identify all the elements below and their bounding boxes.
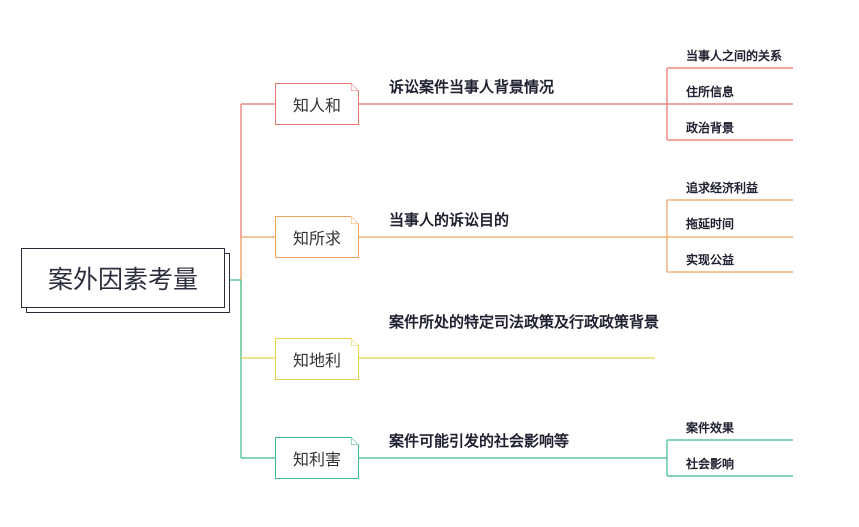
leaf-item: 拖延时间 <box>686 217 735 231</box>
leaf-item: 追求经济利益 <box>686 181 759 195</box>
leaf-item: 住所信息 <box>686 85 735 99</box>
branch-label: 知所求 <box>292 229 341 248</box>
branch-label: 知利害 <box>292 450 341 469</box>
branch-label: 知人和 <box>292 96 341 115</box>
branch-label: 知地利 <box>292 351 341 370</box>
topic-text: 案件所处的特定司法政策及行政政策背景 <box>389 313 660 331</box>
branch-node-zhidili[interactable]: 知地利 <box>275 338 359 380</box>
leaf-item: 当事人之间的关系 <box>686 49 783 63</box>
root-label: 案外因素考量 <box>47 265 198 294</box>
leaf-item: 实现公益 <box>686 253 735 267</box>
topic-text: 案件可能引发的社会影响等 <box>389 432 570 450</box>
topic-text: 诉讼案件当事人背景情况 <box>389 78 555 96</box>
folded-corner-icon <box>351 338 359 346</box>
folded-corner-icon <box>351 216 359 224</box>
branch-node-zhilihai[interactable]: 知利害 <box>275 437 359 479</box>
branch-node-zhirenhe[interactable]: 知人和 <box>275 83 359 125</box>
leaf-item: 案件效果 <box>686 421 735 435</box>
topic-text: 当事人的诉讼目的 <box>389 211 510 229</box>
leaf-item: 政治背景 <box>686 121 735 135</box>
leaf-item: 社会影响 <box>686 457 735 471</box>
root-node[interactable]: 案外因素考量 <box>21 248 225 308</box>
branch-node-zhisuoqiu[interactable]: 知所求 <box>275 216 359 258</box>
folded-corner-icon <box>351 437 359 445</box>
folded-corner-icon <box>351 83 359 91</box>
